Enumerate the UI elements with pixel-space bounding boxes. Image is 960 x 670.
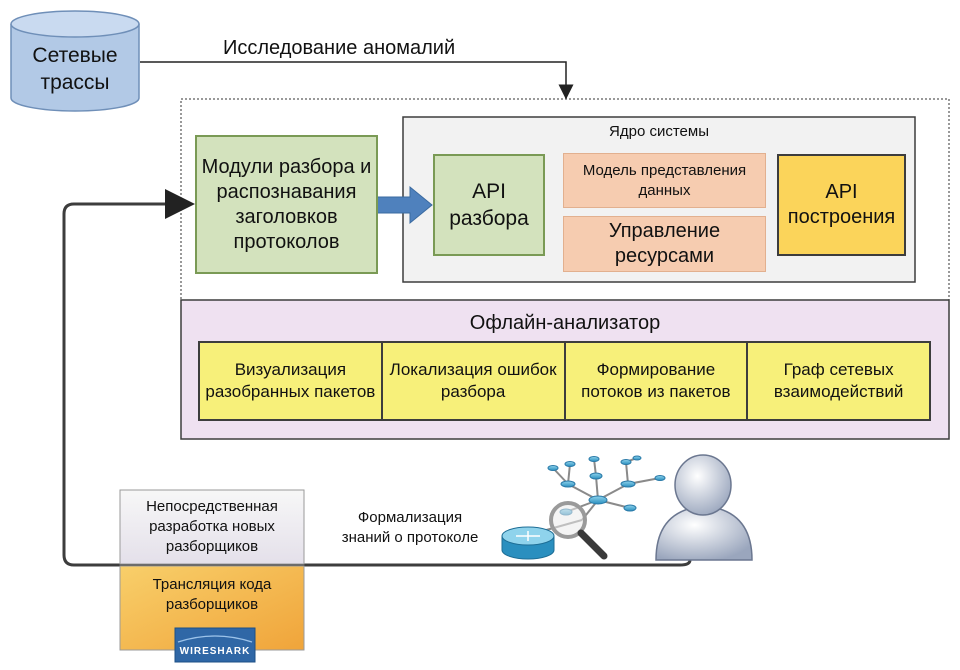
blue-flow-arrow: [376, 185, 433, 225]
resource-mgmt-box: Управление ресурсами: [563, 216, 766, 272]
formalization-label: Формализация знаний о протоколе: [341, 509, 479, 546]
anomaly-research-label: Исследование аномалий: [223, 37, 456, 59]
database-cylinder-icon: [10, 10, 140, 112]
api-build-box: API построения: [777, 154, 906, 256]
offline-item-network-graph: Граф сетевых взаимодействий: [773, 360, 904, 401]
parser-modules-box: Модули разбора и распознавания заголовко…: [195, 135, 378, 274]
wireshark-logo-text: WIRESHARK: [179, 645, 251, 657]
data-model-box: Модель представления данных: [563, 153, 766, 208]
wireshark-logo-icon: [174, 627, 256, 663]
offline-item-flow-forming: Формирование потоков из пакетов: [566, 341, 749, 421]
offline-item-visualization: Визуализация разобранных пакетов: [200, 341, 383, 421]
offline-item-error-localization: Локализация ошибок разбора: [383, 341, 566, 421]
translation-label: Трансляция кода разборщиков: [152, 576, 272, 613]
network-traces-label: Сетевые трассы: [32, 44, 118, 94]
anomaly-arrow: [140, 61, 574, 100]
person-icon: [655, 454, 753, 561]
core-system-title: Ядро системы: [609, 123, 709, 140]
feedback-loop-arrow: [62, 189, 692, 567]
direct-dev-label: Непосредственная разработка новых разбор…: [146, 498, 278, 555]
offline-analyzer-title: Офлайн-анализатор: [469, 312, 661, 334]
direct-dev-box: [119, 489, 305, 565]
offline-analyzer-items: Визуализация разобранных пакетов Локализ…: [198, 341, 931, 421]
magnifier-icon: [549, 501, 608, 560]
router-icon: [501, 526, 555, 560]
api-parse-box: API разбора: [433, 154, 545, 256]
